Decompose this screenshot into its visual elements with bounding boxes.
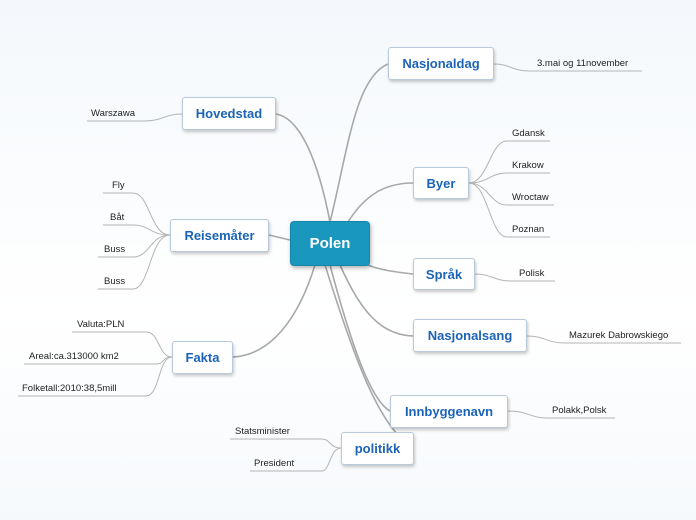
topic-nasjonaldag[interactable]: Nasjonaldag xyxy=(388,47,494,80)
leaf-reise-bat[interactable]: Båt xyxy=(110,212,125,223)
leaf-politikk-statsminister[interactable]: Statsminister xyxy=(235,426,290,437)
leaf-conn-fakta-1 xyxy=(145,331,173,358)
topic-nasjonalsang[interactable]: Nasjonalsang xyxy=(413,319,527,352)
leaf-conn-byer-1 xyxy=(468,140,508,184)
leaf-nasjonaldag-date[interactable]: 3.mai og 11november xyxy=(537,58,629,69)
leaf-conn-reise-2 xyxy=(132,224,171,236)
leaf-hovedstad-warszawa[interactable]: Warszawa xyxy=(91,108,135,119)
branch-byer xyxy=(347,182,414,223)
leaf-conn-reise-4 xyxy=(132,234,171,290)
leaf-byer-wroctaw[interactable]: Wroctaw xyxy=(512,192,549,203)
leaf-reise-buss-2[interactable]: Buss xyxy=(104,276,126,287)
leaf-conn-politikk-2 xyxy=(321,447,342,472)
topic-byer[interactable]: Byer xyxy=(413,167,469,199)
leaf-conn-byer-4 xyxy=(468,182,508,238)
leaf-byer-krakow[interactable]: Krakow xyxy=(512,160,544,171)
leaf-fakta-valuta[interactable]: Valuta:PLN xyxy=(77,319,125,330)
leaf-fakta-folketall[interactable]: Folketall:2010:38,5mill xyxy=(22,383,117,394)
topic-fakta[interactable]: Fakta xyxy=(172,341,233,374)
leaf-conn-hovedstad xyxy=(144,113,183,122)
leaf-conn-sprak xyxy=(474,273,512,282)
branch-sprak xyxy=(367,264,414,275)
branch-nasjonalsang xyxy=(339,264,414,337)
branch-hovedstad xyxy=(275,113,331,223)
leaf-conn-politikk-1 xyxy=(321,438,342,449)
branch-reisemater xyxy=(268,234,291,241)
leaf-innbyggenavn-value[interactable]: Polakk,Polsk xyxy=(552,405,607,416)
topic-innbyggenavn[interactable]: Innbyggenavn xyxy=(390,395,508,428)
topic-politikk[interactable]: politikk xyxy=(341,432,414,465)
leaf-byer-gdansk[interactable]: Gdansk xyxy=(512,128,545,139)
branch-nasjonaldag xyxy=(329,63,389,223)
leaf-conn-nasjonalsang xyxy=(526,335,565,344)
leaf-conn-byer-3 xyxy=(468,182,508,206)
leaf-conn-innbyggenavn xyxy=(507,410,548,419)
leaf-byer-poznan[interactable]: Poznan xyxy=(512,224,545,235)
topic-sprak[interactable]: Språk xyxy=(413,258,475,290)
leaf-sprak-polisk[interactable]: Polisk xyxy=(519,268,545,279)
central-topic[interactable]: Polen xyxy=(290,221,370,266)
leaf-fakta-areal[interactable]: Areal:ca.313000 km2 xyxy=(29,351,119,362)
leaf-conn-nasjonaldag xyxy=(493,63,531,72)
leaf-reise-fly[interactable]: Fly xyxy=(112,180,125,191)
leaf-conn-byer-2 xyxy=(468,172,508,184)
topic-hovedstad[interactable]: Hovedstad xyxy=(182,97,276,130)
leaf-reise-buss-1[interactable]: Buss xyxy=(104,244,126,255)
branch-innbyggenavn xyxy=(329,264,391,412)
leaf-conn-reise-3 xyxy=(132,234,171,258)
leaf-conn-fakta-3 xyxy=(145,356,173,397)
leaf-politikk-president[interactable]: President xyxy=(254,458,295,469)
topic-reisemater[interactable]: Reisemåter xyxy=(170,219,269,252)
branch-fakta xyxy=(232,264,316,358)
leaf-nasjonalsang-title[interactable]: Mazurek Dabrowskiego xyxy=(569,330,669,341)
leaf-conn-reise-1 xyxy=(132,192,171,236)
